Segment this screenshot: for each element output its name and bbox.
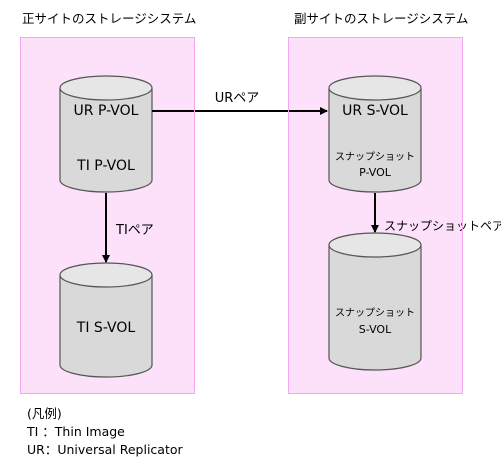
- legend-item-ur: UR：Universal Replicator: [27, 442, 183, 457]
- snapshot-pair-label: スナップショットペア: [384, 219, 501, 233]
- ur-svol-snapshot-pvol-cylinder: UR S-VOL スナップショット P-VOL: [328, 75, 422, 193]
- ur-svol-label: UR S-VOL: [342, 103, 408, 119]
- primary-site-title: 正サイトのストレージシステム: [22, 11, 197, 26]
- snapshot-svol-label-2: S-VOL: [359, 323, 392, 336]
- legend: (凡例) TI ：Thin Image UR：Universal Replica…: [27, 405, 183, 459]
- ti-pair-label: TIペア: [115, 223, 154, 238]
- ti-svol-cylinder: TI S-VOL: [59, 262, 153, 378]
- ti-svol-label: TI S-VOL: [76, 320, 136, 336]
- ti-pvol-label: TI P-VOL: [76, 158, 135, 174]
- snapshot-svol-cylinder: スナップショット S-VOL: [328, 232, 422, 371]
- ur-pvol-label: UR P-VOL: [74, 103, 139, 119]
- snapshot-pvol-label-1: スナップショット: [335, 151, 415, 163]
- ur-pair-label: URペア: [215, 91, 260, 106]
- legend-item-ti: TI ：Thin Image: [27, 424, 125, 439]
- legend-title: (凡例): [27, 406, 62, 421]
- secondary-site-title: 副サイトのストレージシステム: [294, 11, 469, 26]
- snapshot-svol-label-1: スナップショット: [335, 307, 415, 319]
- ur-pvol-ti-pvol-cylinder: UR P-VOL TI P-VOL: [59, 75, 153, 193]
- snapshot-pvol-label-2: P-VOL: [359, 166, 392, 179]
